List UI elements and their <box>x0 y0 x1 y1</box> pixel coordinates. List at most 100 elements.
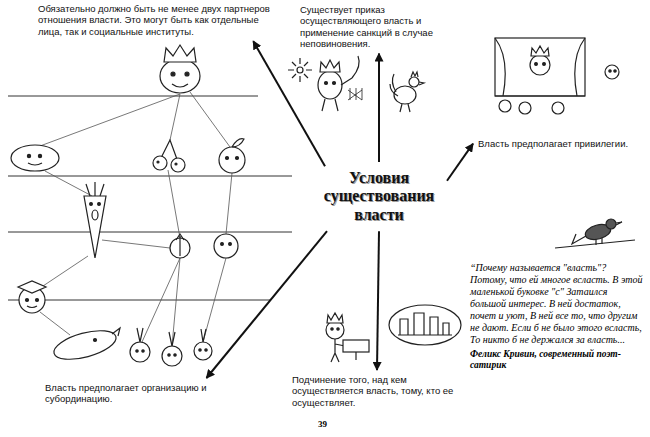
condition-text: Власть предполагает организацию и суборд… <box>45 382 235 405</box>
eggplant <box>51 325 120 365</box>
throne-stage-part <box>495 38 585 96</box>
carrot-part <box>92 210 98 220</box>
leader-lines-part <box>40 92 232 346</box>
graduate <box>18 281 46 313</box>
castle-and-king-part <box>355 352 356 360</box>
hierarchy-lines <box>8 96 292 300</box>
hierarchy-lines-part <box>8 96 258 97</box>
rooster-part <box>411 72 424 85</box>
throne-stage-part <box>543 63 546 66</box>
sunburst-part <box>288 58 312 82</box>
apple-part <box>236 157 239 160</box>
condition-text: Обязательно должно быть не менее двух па… <box>38 3 272 37</box>
king-head-part <box>164 45 196 62</box>
arrow-connector <box>207 231 328 378</box>
condition-text: Власть предполагает привилегии. <box>478 138 644 149</box>
onions-part <box>130 342 150 362</box>
tomatoes-part <box>176 234 184 256</box>
apple <box>219 139 245 173</box>
hierarchy-lines-part <box>8 300 270 301</box>
throne-stage-part <box>614 70 616 72</box>
cloud-face-part <box>28 163 42 165</box>
onions <box>130 328 212 366</box>
cherries-part <box>157 161 159 163</box>
king-head-part <box>160 59 200 93</box>
arrow-connector <box>447 144 473 181</box>
onions-part <box>162 346 182 366</box>
king-head-part <box>185 72 189 76</box>
castle-and-king-part <box>327 313 343 323</box>
eggplant-part <box>112 328 120 336</box>
eggplant-part <box>94 339 97 342</box>
castle-and-king-part <box>343 340 369 352</box>
throne-stage-part <box>609 70 611 72</box>
cloud-face-part <box>38 154 41 157</box>
carrot <box>84 182 106 258</box>
cloud-face-part <box>27 154 30 157</box>
cherries-part <box>175 163 177 165</box>
carrot-part <box>90 203 93 206</box>
cherries <box>153 140 185 172</box>
throne-stage <box>495 38 619 114</box>
castle-and-king-part <box>398 313 452 335</box>
onions-part <box>199 349 201 351</box>
king-with-whip-part <box>333 82 336 85</box>
castle-and-king-part <box>389 305 461 345</box>
castle-and-king-part <box>337 328 339 330</box>
node-text: Обязательно должно быть не менее двух па… <box>38 3 272 37</box>
cherries-part <box>171 158 185 172</box>
cherries-part <box>153 156 167 170</box>
bird-on-branch-part <box>606 219 616 229</box>
poem-text: “Почему называется "власть"? Потому, что… <box>470 262 644 346</box>
bird-on-branch-part <box>572 222 622 245</box>
central-heading: Условия существования власти <box>314 165 444 228</box>
carrot-part <box>86 182 104 196</box>
rooster <box>390 72 424 112</box>
throne-stage-part <box>552 102 564 114</box>
tomatoes-part <box>221 243 224 246</box>
condition-text: Подчинение того, над кем осуществляется … <box>292 374 462 408</box>
king-head-part <box>172 84 188 87</box>
king-with-whip-part <box>325 82 328 85</box>
node-text: Существует приказ осуществляющего власть… <box>300 4 458 50</box>
onions-part <box>142 350 144 352</box>
onions-part <box>205 349 207 351</box>
sunburst-part <box>297 67 303 73</box>
onions-part <box>136 350 138 352</box>
carrot-part <box>98 203 101 206</box>
node-text: Условия существования власти <box>318 169 440 224</box>
castle-and-king <box>326 305 461 362</box>
arrow-connector <box>253 41 325 166</box>
throne-stage-part <box>531 46 549 56</box>
graduate-part <box>27 306 37 308</box>
onions-part <box>137 328 206 346</box>
king-with-whip-part <box>348 88 362 100</box>
cloud-face <box>11 145 59 171</box>
sunburst <box>288 58 312 82</box>
connectors <box>207 41 474 378</box>
graduate-part <box>26 299 29 302</box>
castle-and-king-part <box>331 328 333 330</box>
bird-on-branch-part <box>555 240 635 248</box>
eggplant-part <box>51 325 119 365</box>
onions-part <box>174 354 176 356</box>
king-head <box>160 45 200 93</box>
author-credit: Феликс Кривин, современный поэт-сатирик <box>470 349 644 372</box>
king-with-whip-part <box>322 56 359 111</box>
rooster-part <box>409 77 419 87</box>
arrow-connector <box>378 54 380 162</box>
onions-part <box>194 342 212 360</box>
apple-part <box>226 157 229 160</box>
hierarchy-lines-part <box>8 176 292 177</box>
rooster-part <box>390 74 410 112</box>
hierarchy-lines-part <box>8 232 292 233</box>
apple-part <box>232 139 244 147</box>
node-text: Власть предполагает привилегии. <box>478 138 644 149</box>
graduate-part <box>18 281 46 293</box>
castle-and-king-part <box>326 321 344 339</box>
page-number: 39 <box>318 419 348 429</box>
tomatoes-part <box>229 243 232 246</box>
